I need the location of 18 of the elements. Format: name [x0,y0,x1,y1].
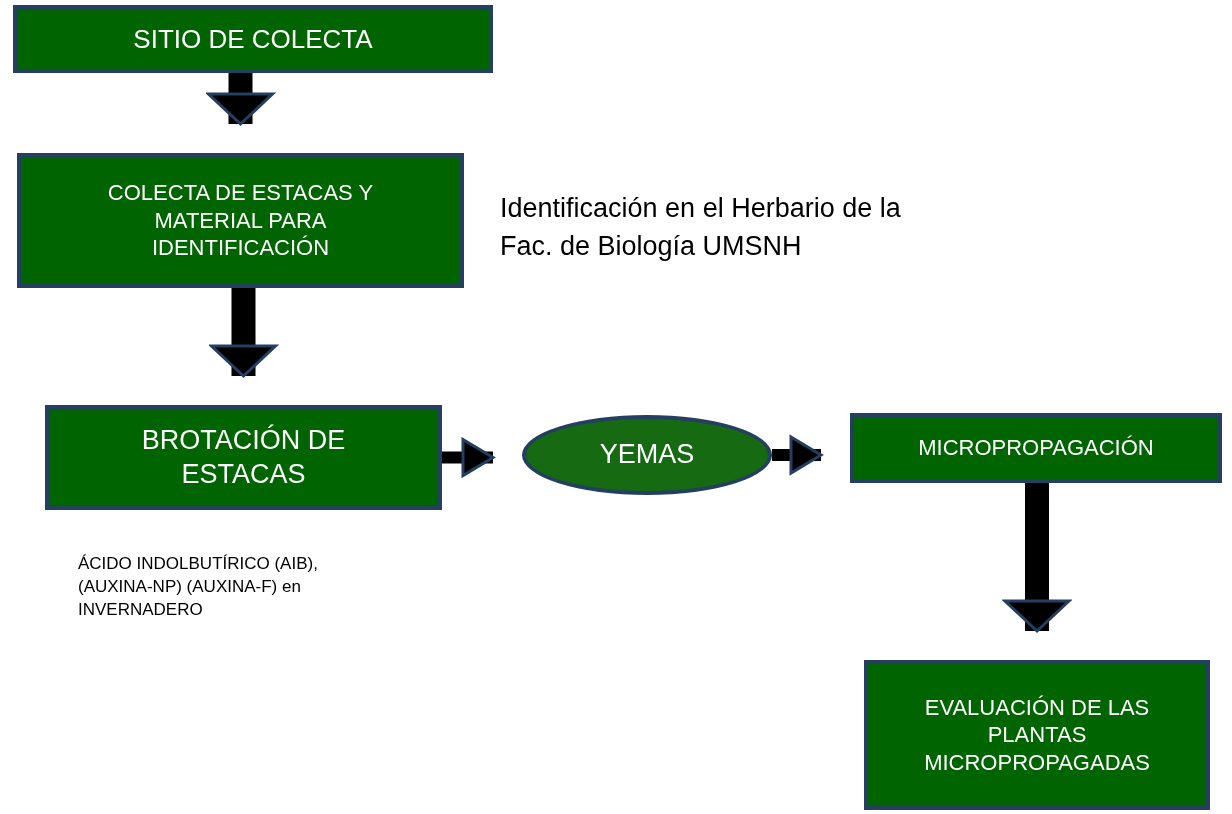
process-box [45,405,442,510]
node-label: EVALUACIÓN DE LAS PLANTAS MICROPROPAGADAS [923,693,1151,777]
node-label: BROTACIÓN DE ESTACAS [140,423,347,491]
arrow [207,73,274,126]
arrow [1003,483,1071,633]
arrow [210,288,277,378]
node-label: COLECTA DE ESTACAS Y MATERIAL PARA IDENTIFICACIÓN [106,179,375,262]
note-text: ÁCIDO INDOLBUTÍRICO (AIB), (AUXINA-NP) (AUXINA-F) en INVERNADERO [78,553,319,621]
node-label: YEMAS [598,438,696,472]
process-box [17,153,464,288]
arrow [442,438,495,477]
process-box [850,413,1222,483]
arrow [772,435,823,475]
node-label: SITIO DE COLECTA [132,22,374,56]
annotation-text: Identificación en el Herbario de la Fac. de Biología UMSNH [500,192,902,263]
process-box [13,5,493,73]
process-box [864,660,1210,810]
node-label: MICROPROPAGACIÓN [917,434,1155,462]
